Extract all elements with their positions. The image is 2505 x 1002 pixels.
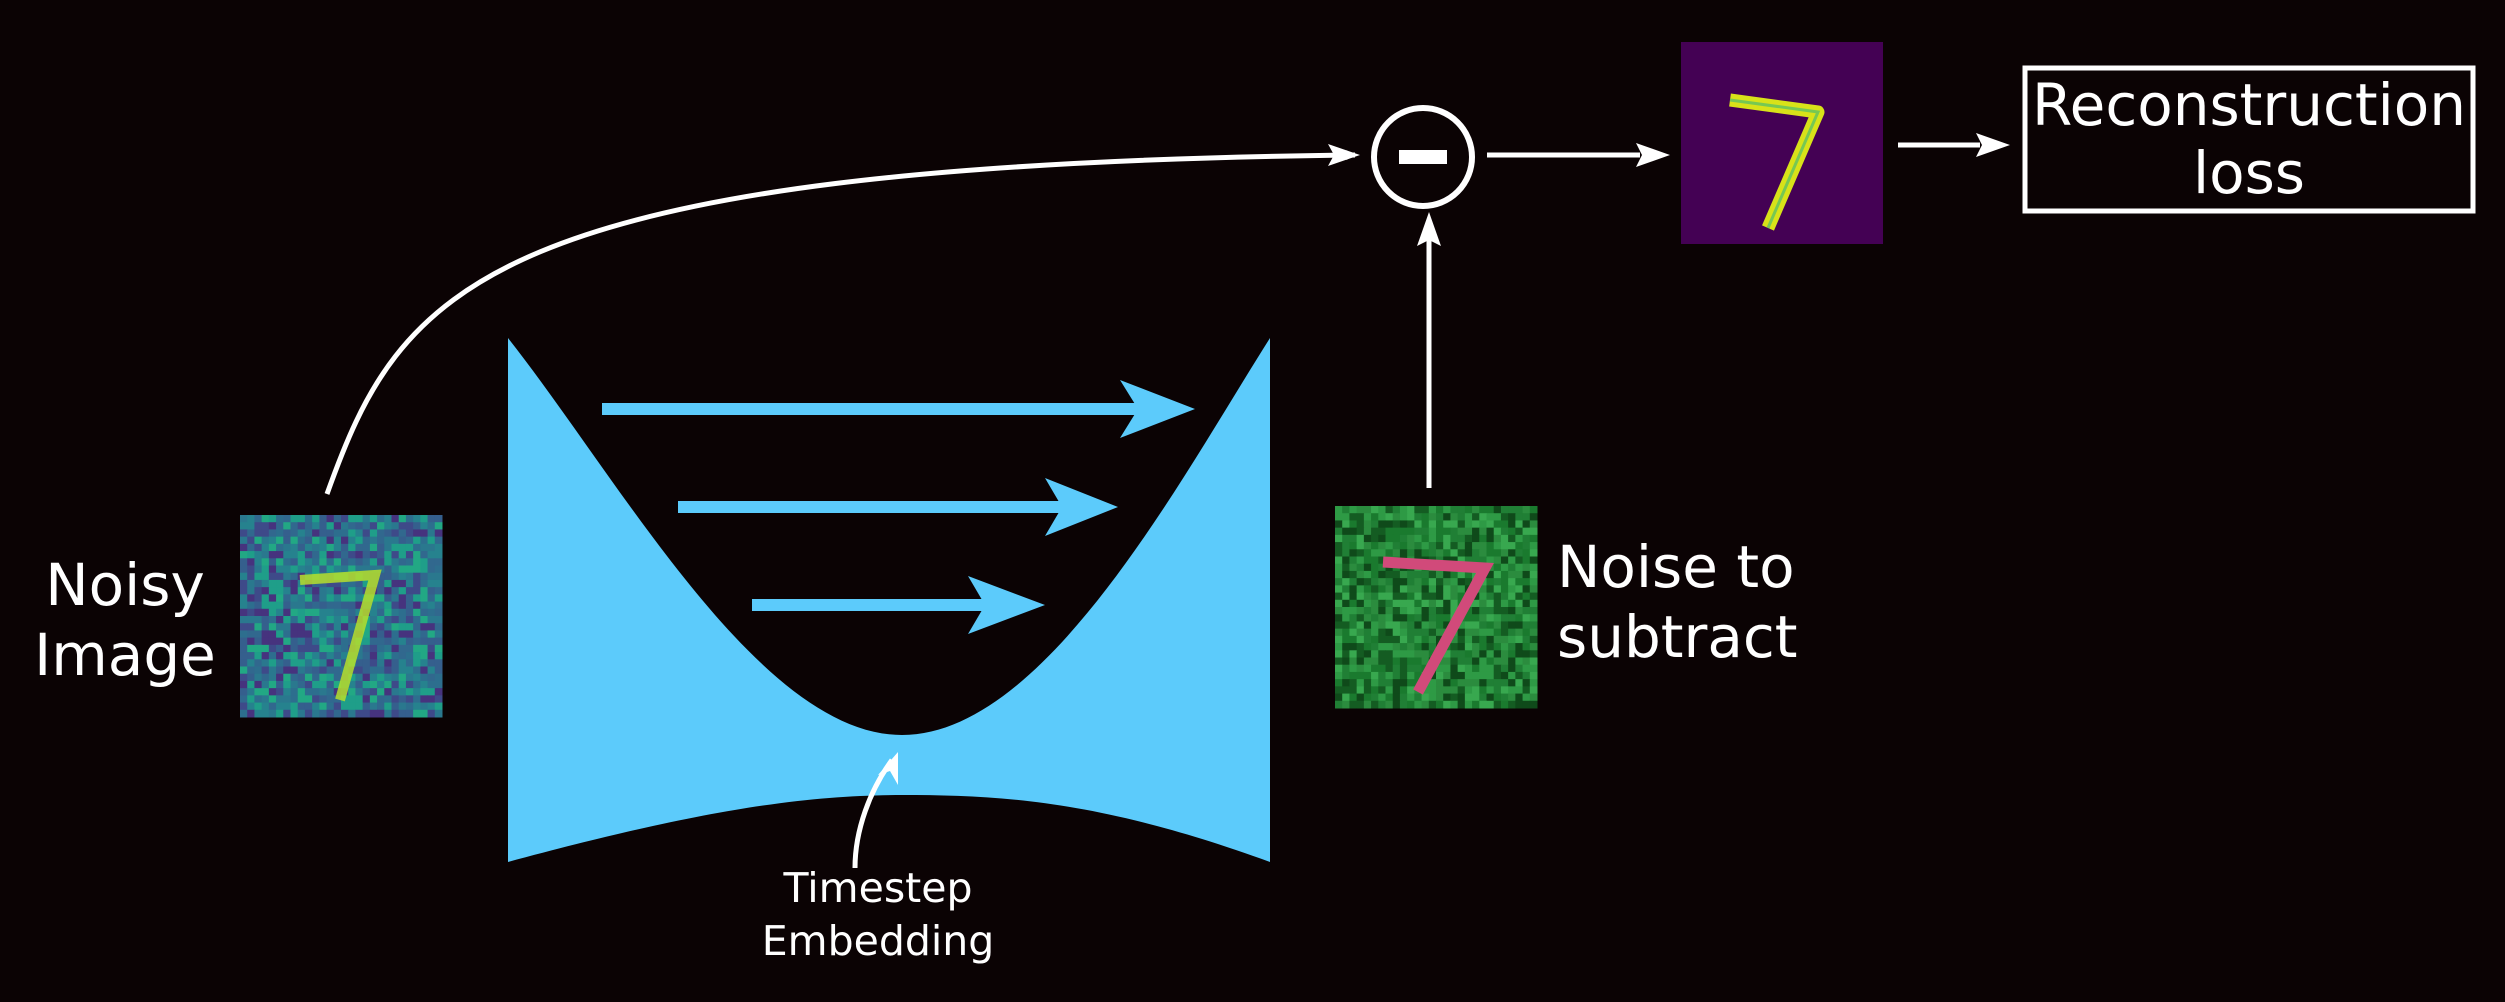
noise-thumbnail: [1335, 506, 1538, 709]
clean-image-thumbnail: [1681, 42, 1883, 244]
noisy-image-label-2: Image: [34, 621, 216, 689]
noisy-to-subtract-arrow: [324, 150, 1356, 495]
loss-label: Reconstruction: [2032, 71, 2466, 139]
loss-label-2: loss: [2193, 139, 2305, 207]
reconstruction-loss-box: [2022, 65, 2476, 214]
noisy-image-thumbnail: [240, 515, 443, 718]
noise-label-2: subtract: [1557, 603, 1798, 671]
timestep-label-2: Embedding: [762, 917, 995, 965]
minus-circle-icon: [1371, 105, 1475, 209]
unet-skip-arrows: [602, 380, 1195, 634]
noisy-image-label: Noisy: [45, 551, 205, 619]
noise-label: Noise to: [1557, 533, 1795, 601]
timestep-label: Timestep: [782, 864, 972, 912]
unet-shape: [508, 338, 1270, 862]
